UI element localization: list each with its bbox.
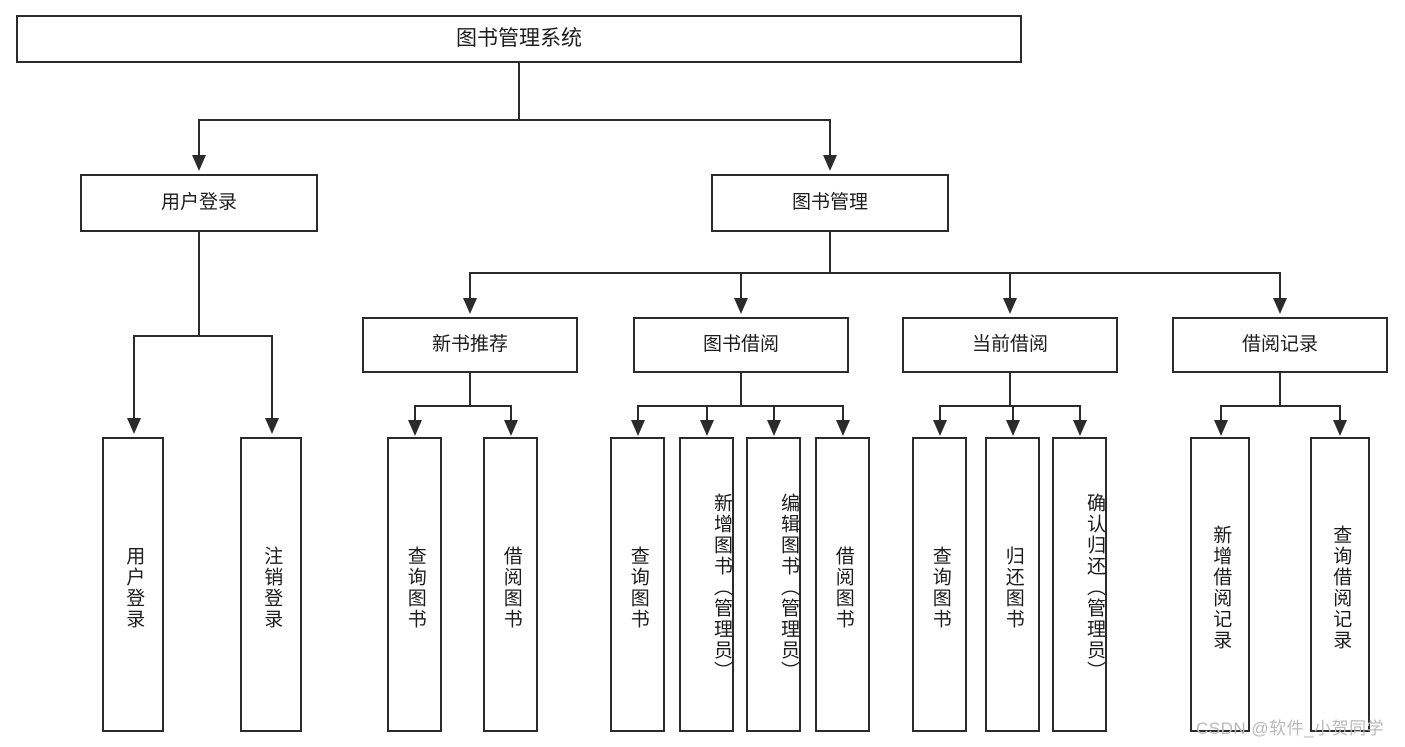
- edge-root-stem: [518, 63, 520, 120]
- csdn-watermark: CSDN @软件_小贺同学: [1196, 719, 1385, 738]
- edge-drop-add-book: [706, 405, 708, 423]
- leaf-confirm-return-admin[interactable]: 确认归还（管理员）: [1052, 437, 1107, 732]
- leaf-query-borrow-record[interactable]: 查询借阅记录: [1310, 437, 1370, 732]
- edge-book-borrow-stem: [740, 373, 742, 406]
- edge-drop-query-record: [1339, 405, 1341, 423]
- node-label: 借阅图书: [500, 545, 522, 630]
- node-label: 新书推荐: [431, 333, 508, 355]
- edge-drop-borrow-record: [1279, 272, 1281, 300]
- arrowhead-borrow-book-2: [836, 420, 850, 436]
- node-label: 编辑图书（管理员）: [778, 493, 799, 682]
- edge-user-login-stem: [198, 232, 200, 336]
- edge-drop-borrow-book-1: [510, 405, 512, 423]
- node-label: 用户登录: [123, 545, 145, 630]
- node-label: 借阅记录: [1241, 333, 1318, 355]
- leaf-borrow-book-borrow[interactable]: 借阅图书: [815, 437, 870, 732]
- edge-new-book-rec-stem: [469, 373, 471, 406]
- edge-drop-query-book-3: [939, 405, 941, 423]
- arrowhead-current-borrow: [1003, 298, 1017, 314]
- edge-drop-query-book-1: [414, 405, 416, 423]
- node-user-login[interactable]: 用户登录: [80, 174, 318, 232]
- node-label: 当前借阅: [971, 333, 1048, 355]
- edge-user-login-bus: [133, 335, 272, 337]
- arrowhead-query-record: [1333, 420, 1347, 436]
- node-label: 确认归还（管理员）: [1084, 493, 1105, 682]
- arrowhead-query-book-1: [408, 420, 422, 436]
- leaf-borrow-book-recommend[interactable]: 借阅图书: [483, 437, 538, 732]
- arrowhead-borrow-book-1: [504, 420, 518, 436]
- edge-current-borrow-stem: [1009, 373, 1011, 406]
- edge-borrow-record-bus: [1220, 405, 1340, 407]
- edge-level2-bus: [198, 119, 830, 121]
- node-label: 图书管理: [791, 191, 868, 213]
- arrowhead-new-book-rec: [463, 298, 477, 314]
- arrowhead-leaf-user-logout: [265, 418, 279, 434]
- arrowhead-return-book: [1006, 420, 1020, 436]
- edge-drop-edit-book: [773, 405, 775, 423]
- edge-drop-borrow-book-2: [842, 405, 844, 423]
- leaf-user-login[interactable]: 用户登录: [102, 437, 164, 732]
- leaf-query-book-recommend[interactable]: 查询图书: [387, 437, 442, 732]
- node-label: 查询图书: [929, 545, 951, 630]
- edge-new-book-rec-bus: [414, 405, 511, 407]
- arrowhead-edit-book: [767, 420, 781, 436]
- edge-drop-leaf-user-logout: [271, 335, 273, 420]
- arrowhead-book-borrow: [734, 298, 748, 314]
- edge-current-borrow-bus: [939, 405, 1080, 407]
- leaf-query-book-borrow[interactable]: 查询图书: [610, 437, 665, 732]
- node-current-borrow[interactable]: 当前借阅: [902, 317, 1118, 373]
- edge-book-manage-stem: [829, 232, 831, 273]
- edge-drop-query-book-2: [637, 405, 639, 423]
- node-label: 新增图书（管理员）: [711, 493, 732, 682]
- edge-drop-book-borrow: [740, 272, 742, 300]
- edge-drop-return-book: [1012, 405, 1014, 423]
- arrowhead-confirm-return: [1073, 420, 1087, 436]
- edge-drop-confirm-return: [1079, 405, 1081, 423]
- node-book-borrow[interactable]: 图书借阅: [633, 317, 849, 373]
- arrowhead-query-book-3: [933, 420, 947, 436]
- node-label: 图书借阅: [702, 333, 779, 355]
- node-label: 注销登录: [261, 545, 283, 630]
- node-label: 图书管理系统: [456, 26, 582, 50]
- edge-drop-book-manage: [829, 119, 831, 157]
- node-label: 借阅图书: [832, 545, 854, 630]
- arrowhead-add-record: [1214, 420, 1228, 436]
- arrowhead-add-book: [700, 420, 714, 436]
- node-label: 查询图书: [404, 545, 426, 630]
- edge-level3-bus: [469, 272, 1281, 274]
- arrowhead-query-book-2: [631, 420, 645, 436]
- arrowhead-leaf-user-login: [127, 418, 141, 434]
- arrowhead-borrow-record: [1273, 298, 1287, 314]
- node-root-book-management-system[interactable]: 图书管理系统: [16, 15, 1022, 63]
- node-borrow-record[interactable]: 借阅记录: [1172, 317, 1388, 373]
- edge-drop-new-book-rec: [469, 272, 471, 300]
- leaf-query-book-current[interactable]: 查询图书: [912, 437, 967, 732]
- edge-drop-add-record: [1220, 405, 1222, 423]
- node-label: 用户登录: [160, 191, 237, 213]
- node-label: 归还图书: [1002, 545, 1024, 630]
- leaf-add-book-admin[interactable]: 新增图书（管理员）: [679, 437, 734, 732]
- edge-drop-leaf-user-login: [133, 335, 135, 420]
- edge-drop-user-login: [198, 119, 200, 157]
- edge-book-borrow-bus: [637, 405, 843, 407]
- node-book-management[interactable]: 图书管理: [711, 174, 949, 232]
- leaf-add-borrow-record[interactable]: 新增借阅记录: [1190, 437, 1250, 732]
- edge-borrow-record-stem: [1279, 373, 1281, 406]
- leaf-edit-book-admin[interactable]: 编辑图书（管理员）: [746, 437, 801, 732]
- edge-drop-current-borrow: [1009, 272, 1011, 300]
- leaf-return-book[interactable]: 归还图书: [985, 437, 1040, 732]
- node-label: 查询借阅记录: [1330, 524, 1352, 651]
- arrowhead-book-manage: [823, 155, 837, 171]
- arrowhead-user-login: [192, 155, 206, 171]
- node-new-book-recommend[interactable]: 新书推荐: [362, 317, 578, 373]
- node-label: 新增借阅记录: [1210, 524, 1232, 651]
- node-label: 查询图书: [627, 545, 649, 630]
- leaf-user-logout[interactable]: 注销登录: [240, 437, 302, 732]
